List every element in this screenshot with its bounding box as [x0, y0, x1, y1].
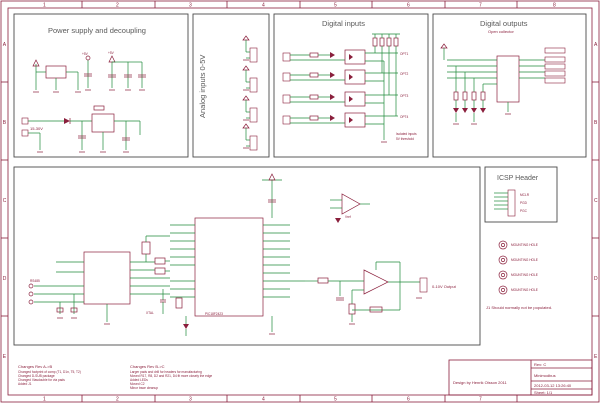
- col-label: 2: [116, 3, 119, 9]
- svg-text:Minor trace cleanup: Minor trace cleanup: [130, 386, 158, 390]
- icsp-header-title: ICSP Header: [497, 175, 539, 182]
- svg-text:Changed D-SUB package: Changed D-SUB package: [18, 374, 55, 378]
- col-label: 7: [479, 3, 482, 9]
- digital-inputs-section: Digital inputs: [273, 13, 429, 158]
- svg-text:RS485: RS485: [30, 279, 40, 283]
- svg-text:OPT1: OPT1: [400, 52, 409, 56]
- svg-text:MOUNTING HOLE: MOUNTING HOLE: [511, 243, 538, 247]
- svg-text:OPT3: OPT3: [400, 94, 409, 98]
- svg-text:+5V: +5V: [82, 52, 89, 56]
- svg-text:PGD: PGD: [520, 201, 528, 205]
- svg-text:Added J1: Added J1: [18, 382, 32, 386]
- digital-inputs-box: [273, 13, 429, 158]
- power-input-label: 15-30V: [30, 126, 43, 131]
- row-label: E: [3, 354, 7, 360]
- col-label: 1: [43, 397, 46, 403]
- row-label: B: [3, 120, 7, 126]
- row-label: C: [594, 198, 598, 204]
- sheet-number: Sheet: 1/1: [534, 390, 553, 395]
- analog-inputs-title: Analog inputs 0-5V: [198, 55, 207, 118]
- svg-text:Changed Viasdouble for via pad: Changed Viasdouble for via pads: [18, 378, 65, 382]
- power-supply-box: [13, 13, 189, 158]
- svg-text:PGC: PGC: [520, 209, 528, 213]
- rs485-transceiver: [83, 251, 131, 305]
- svg-text:OPT2: OPT2: [400, 72, 409, 76]
- opamp-output: [363, 269, 389, 295]
- col-label: 6: [407, 3, 410, 9]
- analog-inputs-box: [192, 13, 270, 158]
- svg-text:OPT4: OPT4: [400, 115, 409, 119]
- digital-inputs-title: Digital inputs: [322, 19, 365, 28]
- svg-text:MOUNTING HOLE: MOUNTING HOLE: [511, 288, 538, 292]
- title-block: Design by Henrik Olsson 2011 Rev: C Mini…: [448, 359, 593, 396]
- designer-credit: Design by Henrik Olsson 2011: [453, 380, 508, 385]
- svg-text:Moved R17, R8, D2 and R21, D4: Moved R17, R8, D2 and R21, D4 fit more c…: [130, 374, 212, 378]
- svg-text:+5V: +5V: [108, 51, 115, 55]
- row-label: D: [594, 276, 598, 282]
- row-labels-right: A B C D E: [594, 42, 598, 360]
- col-label: 7: [479, 397, 482, 403]
- svg-text:MOUNTING HOLE: MOUNTING HOLE: [511, 273, 538, 277]
- col-label: 4: [262, 3, 265, 9]
- col-label: 5: [334, 3, 337, 9]
- row-label: A: [594, 42, 598, 48]
- icsp-header-section: ICSP Header MCLR PGD PGC: [484, 166, 558, 223]
- svg-text:MCLR: MCLR: [520, 193, 530, 197]
- col-label: 3: [189, 3, 192, 9]
- digital-outputs-title: Digital outputs: [480, 19, 528, 28]
- col-label: 6: [407, 397, 410, 403]
- icsp-header-box: [484, 166, 558, 223]
- digital-outputs-subtitle: Open collector: [488, 29, 514, 34]
- col-label: 8: [553, 3, 556, 9]
- svg-text:Vref: Vref: [345, 215, 351, 219]
- mcu-chip: [194, 217, 264, 317]
- digital-outputs-section: Digital outputs Open collector: [432, 13, 587, 158]
- row-label: A: [3, 42, 7, 48]
- row-label: D: [3, 276, 7, 282]
- main-circuit-box: [13, 166, 481, 346]
- j1-note: J1 Should normally not be populated.: [486, 305, 552, 310]
- project-name: Minimodbus: [534, 373, 556, 378]
- col-label: 5: [334, 397, 337, 403]
- row-label: E: [594, 354, 598, 360]
- changes-bc-title: Changes Rev B->C: [130, 364, 165, 369]
- svg-text:Added LEDs: Added LEDs: [130, 378, 148, 382]
- svg-text:PIC18F2423: PIC18F2423: [205, 312, 223, 316]
- svg-text:Isolated inputs: Isolated inputs: [396, 132, 417, 136]
- main-circuit-section: PIC18F2423: [13, 166, 481, 346]
- svg-text:MOUNTING HOLE: MOUNTING HOLE: [511, 258, 538, 262]
- column-labels-bottom: 1 2 3 4 5 6 7: [43, 397, 482, 403]
- mounting-holes: MOUNTING HOLE MOUNTING HOLE MOUNTING HOLE…: [486, 240, 552, 310]
- svg-text:Larger pads and drill for head: Larger pads and drill for headers for ma…: [130, 370, 202, 374]
- col-label: 1: [43, 3, 46, 9]
- column-labels-top: 1 2 3 4 5 6 7 8: [43, 3, 556, 9]
- row-label: C: [3, 198, 7, 204]
- analog-inputs-section: Analog inputs 0-5V: [192, 13, 270, 158]
- power-supply-title: Power supply and decoupling: [48, 26, 146, 35]
- svg-text:Changed footprint of comp (T1,: Changed footprint of comp (T1, D1n, T5, …: [18, 370, 81, 374]
- row-labels-left: A B C D E: [3, 42, 7, 360]
- output-label: 0-10V Output: [432, 284, 457, 289]
- col-label: 4: [262, 397, 265, 403]
- col-label: 2: [116, 397, 119, 403]
- col-label: 3: [189, 397, 192, 403]
- svg-text:Moved C2: Moved C2: [130, 382, 145, 386]
- inner-frame: [7, 7, 593, 396]
- change-notes: Changes Rev A->B Changed footprint of co…: [18, 364, 212, 390]
- row-label: B: [594, 120, 598, 126]
- revision: Rev: C: [534, 362, 546, 367]
- svg-text:5V threshold: 5V threshold: [396, 137, 414, 141]
- svg-text:XTAL: XTAL: [146, 311, 154, 315]
- power-supply-section: Power supply and decoupling +5V +5V 15-30…: [13, 13, 189, 158]
- changes-ab-title: Changes Rev A->B: [18, 364, 52, 369]
- date-time: 2012-03-12 13:26:40: [534, 383, 572, 388]
- digital-outputs-box: [432, 13, 587, 158]
